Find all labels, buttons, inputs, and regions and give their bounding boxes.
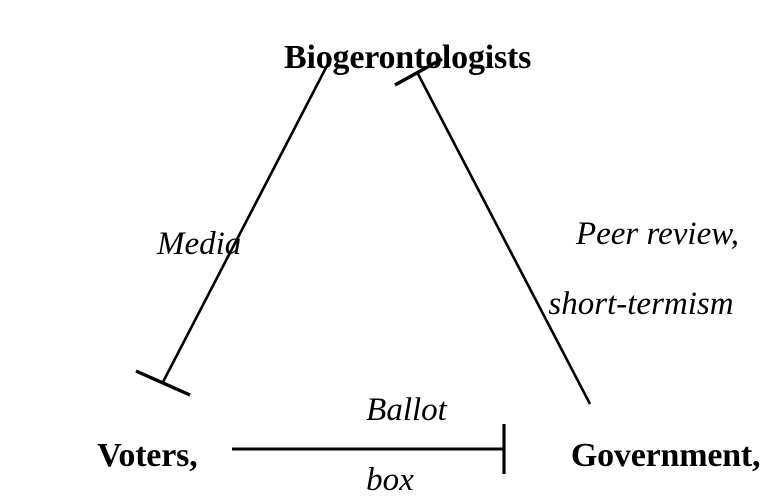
- edge-label-peer-review-line2: short-termism: [548, 285, 734, 322]
- edge-label-peer-review-line1: Peer review,: [575, 215, 740, 252]
- edge-label-ballot-box: Ballot box: [300, 358, 480, 503]
- edge-peer-review-terminator-tbar: [394, 57, 443, 87]
- edge-media-line: [161, 57, 333, 383]
- node-voters-shareholders: Voters, shareholders: [0, 402, 262, 503]
- node-government-industry: Government, industry: [516, 402, 782, 503]
- node-biogerontologists-label: Biogerontologists: [284, 39, 532, 77]
- edge-label-ballot-box-line2: box: [366, 461, 414, 498]
- edge-peer-review: [394, 57, 592, 405]
- edge-peer-review-line: [415, 71, 592, 405]
- edge-label-media-line1: Media: [157, 225, 242, 262]
- edge-media-terminator-tbar: [135, 369, 191, 397]
- node-government-industry-label-line1: Government,: [570, 437, 761, 475]
- edge-label-ballot-box-line1: Ballot: [366, 391, 447, 428]
- edge-ballot-box: [232, 424, 506, 474]
- edge-label-peer-review: Peer review, short-termism: [502, 182, 780, 392]
- node-biogerontologists: Biogerontologists: [0, 4, 782, 112]
- node-voters-shareholders-label-line1: Voters,: [97, 437, 198, 475]
- edge-label-media: Media: [124, 192, 241, 297]
- edge-media: [135, 57, 333, 397]
